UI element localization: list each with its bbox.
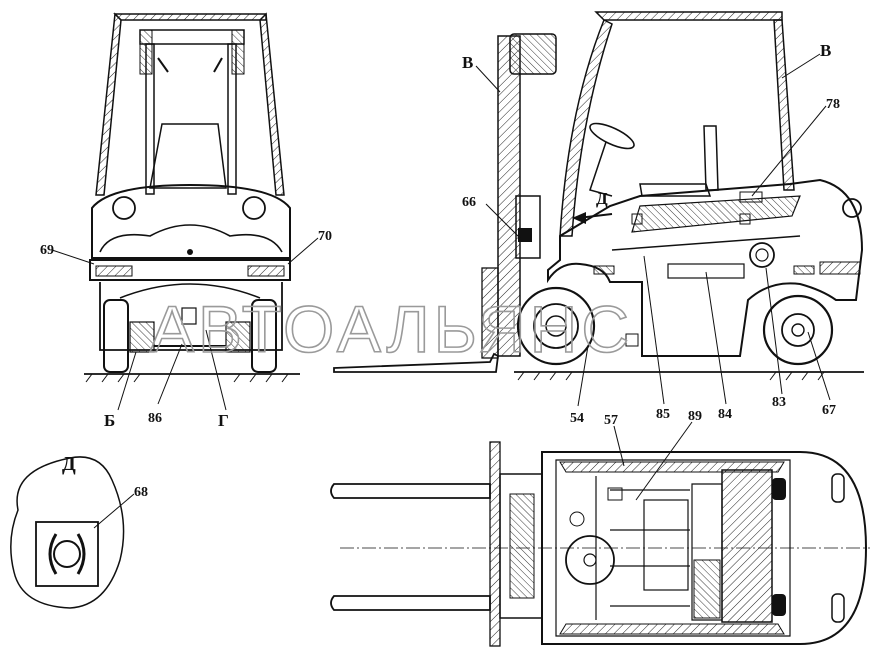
front-view [51, 12, 319, 411]
section-mark-g: Г [218, 411, 229, 430]
callout-66: 66 [462, 195, 476, 210]
view-marker-left: В [462, 53, 473, 72]
callout-89: 89 [688, 409, 702, 424]
side-view [333, 11, 864, 407]
section-mark-b: Б [104, 411, 115, 430]
callout-70: 70 [318, 229, 332, 244]
callout-54: 54 [570, 411, 584, 426]
callout-83: 83 [772, 395, 786, 410]
watermark-text: АВТОАЛЬЯНС [150, 292, 633, 366]
callout-69: 69 [40, 243, 54, 258]
callout-85: 85 [656, 407, 670, 422]
callout-84: 84 [718, 407, 732, 422]
top-view [330, 421, 870, 647]
callout-57: 57 [604, 413, 618, 428]
callout-78: 78 [826, 97, 840, 112]
view-marker-right: В [820, 41, 831, 60]
view-d-arrow-label: Д [596, 189, 608, 208]
view-d-title: Д [62, 453, 76, 475]
callout-68: 68 [134, 485, 148, 500]
callout-labels: 69 70 Б 86 Г В В 78 Д 66 54 85 84 83 67 … [40, 41, 840, 500]
callout-86: 86 [148, 411, 162, 426]
callout-67: 67 [822, 403, 836, 418]
view-d-detail [10, 456, 135, 609]
